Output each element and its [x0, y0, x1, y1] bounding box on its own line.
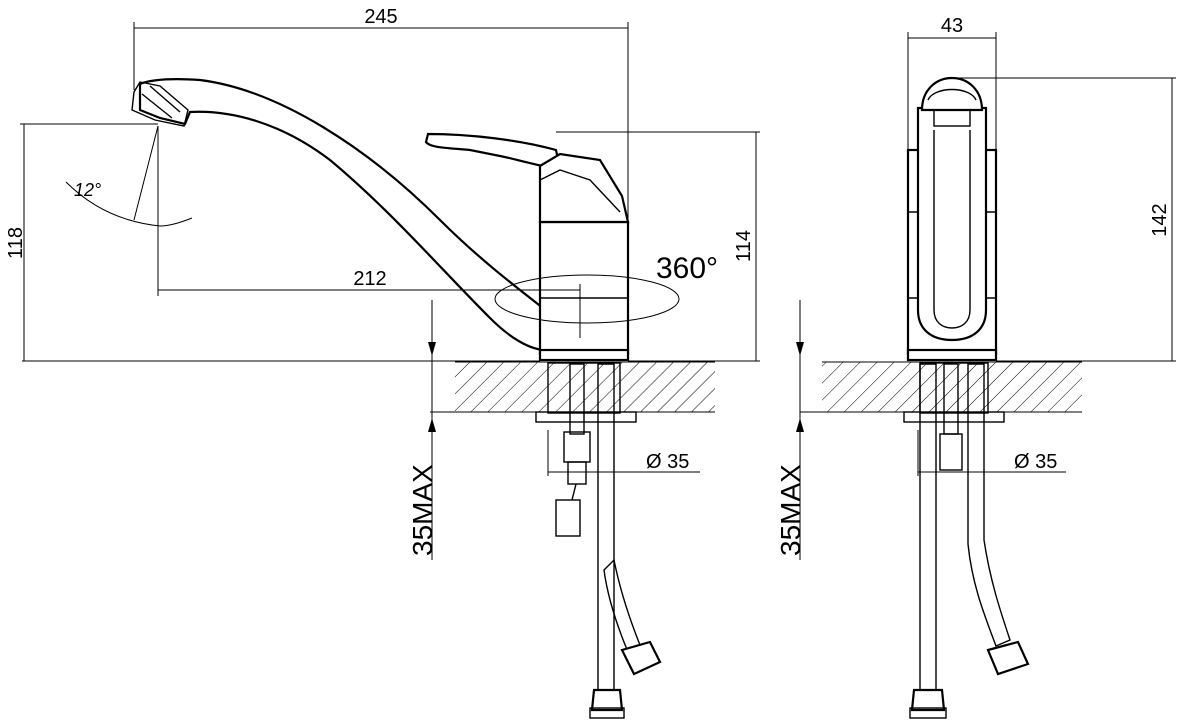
dim-height-142: 142 [1149, 203, 1171, 236]
spout [138, 78, 557, 352]
countertop-front [800, 361, 1082, 413]
dim-width-43: 43 [941, 15, 963, 37]
dim-width-245: 245 [364, 6, 397, 28]
spout-head-front [920, 76, 984, 112]
lever-handle [424, 132, 562, 170]
hose-right-front [967, 363, 1011, 647]
rotation-360: 360° [656, 252, 718, 285]
dim-reach-212: 212 [353, 268, 386, 290]
dim-height-118: 118 [5, 227, 27, 259]
side-view: 245 212 118 114 12° 360° Ø 35 35MAX [5, 6, 760, 719]
faucet-body-side [538, 220, 630, 356]
rotation-ellipse [494, 274, 680, 324]
hose-right-side [603, 558, 641, 654]
front-view: 43 142 Ø 35 35MAX [775, 15, 1176, 719]
countertop-max-front: 35MAX [775, 464, 806, 556]
aerator [131, 81, 189, 127]
dim-hole-35-front: Ø 35 [1014, 451, 1057, 473]
dim-height-114: 114 [733, 230, 755, 262]
countertop-side [22, 360, 715, 413]
angle-12: 12° [74, 180, 101, 200]
dim-hole-35-side: Ø 35 [646, 451, 689, 473]
countertop-max-side: 35MAX [407, 464, 438, 556]
